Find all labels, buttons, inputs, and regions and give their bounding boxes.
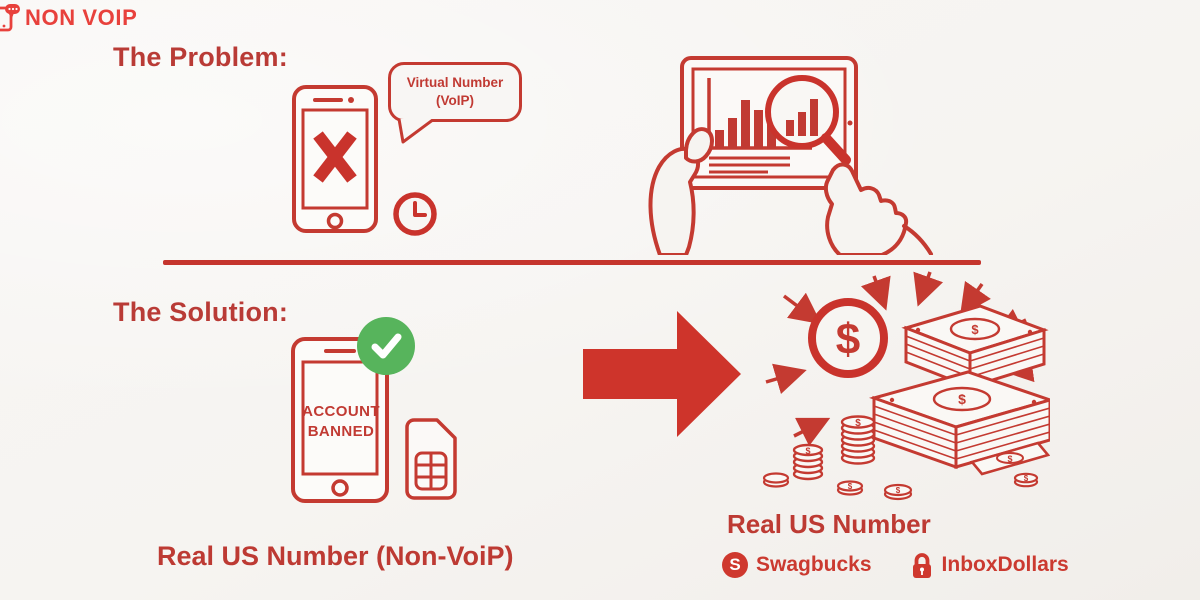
svg-text:$: $ — [1007, 454, 1012, 464]
tablet-analysis-illustration — [648, 56, 933, 255]
swagbucks-logo: S Swagbucks — [722, 552, 872, 578]
sim-card-icon — [405, 418, 457, 500]
svg-text:$: $ — [1024, 474, 1029, 483]
svg-text:$: $ — [805, 446, 810, 456]
solution-heading: The Solution: — [113, 297, 289, 327]
swagbucks-icon: S — [722, 552, 748, 578]
virtual-number-bubble: Virtual Number (VoIP) — [388, 62, 522, 122]
coin-stack-short: $ — [792, 443, 824, 481]
bubble-line-2: (VoIP) — [436, 93, 474, 108]
bubble-line-1: Virtual Number — [406, 75, 504, 91]
dollar-circle-icon: $ — [808, 298, 888, 378]
green-check-icon — [357, 317, 415, 375]
cash-stack-front: $ — [869, 370, 1050, 470]
brand-logo: NON VOIP — [0, 3, 137, 32]
brands-row: S Swagbucks InboxDollars — [722, 551, 1069, 579]
caption-real-us-number: Real US Number — [727, 509, 931, 539]
phone-chat-icon — [0, 4, 20, 32]
inboxdollars-logo: InboxDollars — [910, 551, 1069, 579]
left-hand-icon — [648, 127, 714, 255]
caption-real-us-number-nonvoip: Real US Number (Non-VoiP) — [157, 541, 514, 571]
inboxdollars-label: InboxDollars — [941, 553, 1069, 576]
voip-phone-x-icon — [292, 85, 378, 233]
cash-stack-back: $ — [901, 304, 1049, 390]
brand-logo-text: NON VOIP — [25, 4, 138, 30]
problem-heading: The Problem: — [113, 42, 288, 72]
solution-phone-icon — [291, 337, 389, 503]
x-mark-icon — [313, 131, 357, 183]
padlock-icon — [912, 553, 931, 578]
svg-text:$: $ — [971, 322, 979, 337]
svg-text:$: $ — [896, 486, 901, 495]
svg-text:$: $ — [848, 482, 853, 491]
account-banned-line-2: BANNED — [307, 423, 375, 441]
loose-bill: $ — [969, 441, 1050, 476]
svg-text:$: $ — [958, 391, 966, 407]
right-hand-icon — [823, 162, 933, 255]
swagbucks-label: Swagbucks — [756, 553, 872, 576]
clock-icon — [393, 192, 437, 236]
single-coins: $ $ $ — [762, 472, 1039, 501]
svg-text:$: $ — [836, 315, 860, 364]
coin-stack-tall: $ — [840, 415, 876, 465]
bubble-tail — [397, 119, 435, 144]
magnifier-icon — [765, 75, 851, 165]
section-divider — [163, 260, 981, 265]
svg-text:$: $ — [855, 418, 861, 429]
account-banned-text: ACCOUNT BANNED — [292, 402, 390, 443]
account-banned-line-1: ACCOUNT — [302, 403, 380, 420]
money-pile-illustration: $ $ $ — [762, 271, 1050, 501]
solution-arrow-icon — [583, 311, 741, 437]
